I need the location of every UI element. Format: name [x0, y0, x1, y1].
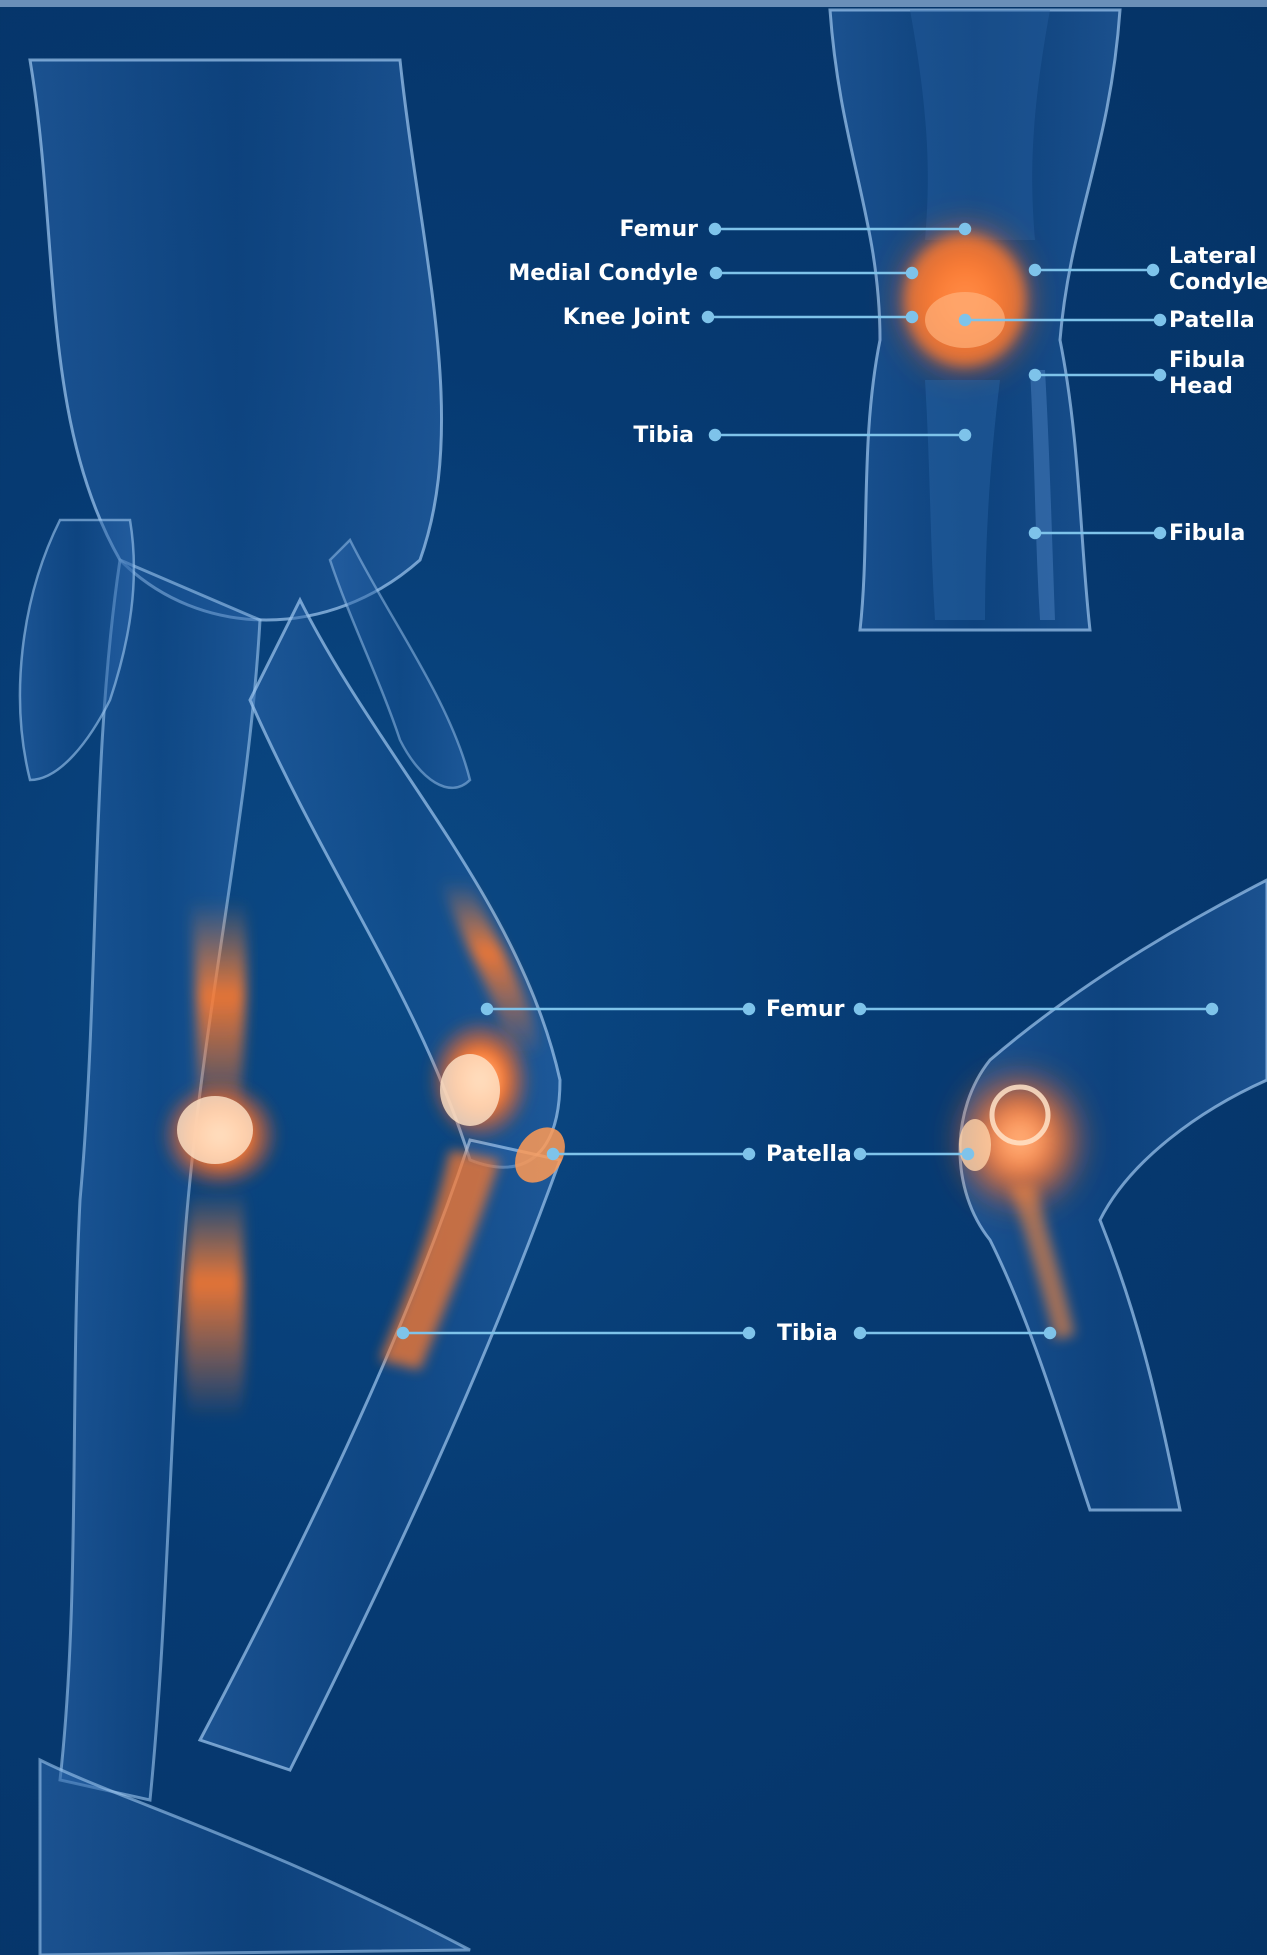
label-medial-condyle: Medial Condyle	[490, 260, 698, 287]
label-patella-bottom: Patella	[766, 1141, 852, 1168]
label-femur-top: Femur	[560, 216, 698, 243]
label-knee-joint: Knee Joint	[520, 304, 690, 331]
knee-side-view	[950, 880, 1267, 1510]
label-femur-bottom: Femur	[766, 996, 845, 1023]
label-tibia-bottom: Tibia	[777, 1320, 838, 1347]
label-fibula-head: Fibula Head	[1169, 348, 1245, 400]
label-lateral-condyle-line1: Lateral	[1169, 244, 1267, 270]
label-fibula: Fibula	[1169, 520, 1245, 547]
label-lateral-condyle-line2: Condyle	[1169, 270, 1267, 296]
label-tibia-top: Tibia	[560, 422, 694, 449]
label-patella-top: Patella	[1169, 307, 1255, 334]
label-lateral-condyle: Lateral Condyle	[1169, 244, 1267, 296]
label-fibula-head-line2: Head	[1169, 374, 1245, 400]
label-fibula-head-line1: Fibula	[1169, 348, 1245, 374]
